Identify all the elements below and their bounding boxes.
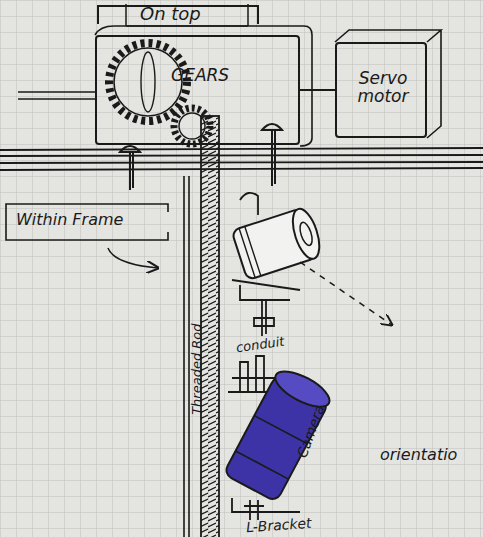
orientation-arrow xyxy=(300,262,392,325)
bolt xyxy=(262,124,282,186)
placement-note: On top xyxy=(140,4,201,24)
mount-bolt xyxy=(254,300,274,336)
camera-lens xyxy=(288,206,325,262)
part-name: L-Bracket xyxy=(246,516,313,536)
drive-shaft xyxy=(18,92,95,99)
note: orientatio xyxy=(380,446,457,464)
servo-cube-edges xyxy=(335,30,441,138)
servo-motor-box: Servo motor xyxy=(335,42,427,138)
shaft-connector xyxy=(300,89,335,91)
bolt xyxy=(120,146,140,190)
pointer-arrow xyxy=(108,248,158,268)
frame-bracket xyxy=(6,204,168,240)
placement-note: Within Frame xyxy=(16,211,123,229)
gear-housing: GEARS xyxy=(95,35,300,145)
frame-side xyxy=(184,176,189,537)
gear-hub xyxy=(141,52,155,112)
camera-body: Camera xyxy=(224,366,332,504)
camera-mount xyxy=(232,193,300,300)
camera-cylinder xyxy=(223,364,334,502)
frame-bar xyxy=(0,148,483,170)
top-label-box xyxy=(126,4,248,26)
camera-lens-inner xyxy=(298,221,315,247)
camera-band xyxy=(239,226,261,277)
box-label: Servo motor xyxy=(341,70,425,106)
part-name: conduit xyxy=(235,335,285,356)
part-name: Threaded Rod xyxy=(190,309,204,429)
box-label: GEARS xyxy=(171,67,281,85)
